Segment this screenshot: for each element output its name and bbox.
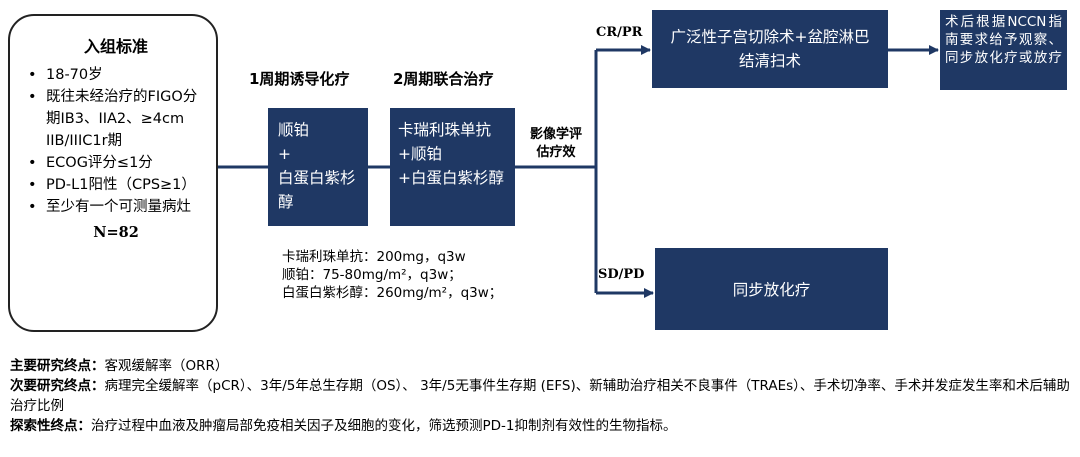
criteria-item: 至少有一个可测量病灶 xyxy=(26,196,206,218)
regimen-line: 顺铂 xyxy=(278,121,310,139)
criteria-item: 18-70岁 xyxy=(26,64,206,86)
inclusion-criteria-box: 入组标准 18-70岁 既往未经治疗的FIGO分期IB3、IIA2、≥4cm I… xyxy=(8,14,218,332)
dosing-notes: 卡瑞利珠单抗：200mg，q3w 顺铂：75-80mg/m²，q3w； 白蛋白紫… xyxy=(282,248,502,302)
induction-chemo-box: 顺铂 + 白蛋白紫杉醇 xyxy=(268,108,368,226)
endpoint-primary: 主要研究终点：客观缓解率（ORR） xyxy=(10,358,229,374)
criteria-list: 18-70岁 既往未经治疗的FIGO分期IB3、IIA2、≥4cm IIB/II… xyxy=(26,64,206,218)
branch-label-cr-pr: CR/PR xyxy=(596,25,643,40)
endpoints-section: 主要研究终点：客观缓解率（ORR） 次要研究终点：病理完全缓解率（pCR）、3年… xyxy=(10,356,1070,436)
surgery-text: 广泛性子宫切除术+盆腔淋巴结清扫术 xyxy=(670,28,870,70)
endpoint-exploratory: 探索性终点：治疗过程中血液及肿瘤局部免疫相关因子及细胞的变化，筛选预测PD-1抑… xyxy=(10,418,677,434)
endpoint-secondary: 次要研究终点：病理完全缓解率（pCR）、3年/5年总生存期（OS）、 3年/5无… xyxy=(10,378,1070,414)
phase2-title: 2周期联合治疗 xyxy=(393,70,494,88)
post-surgery-text: 术后根据NCCN指南要求给予观察、同步放化疗或放疗 xyxy=(945,14,1062,66)
criteria-title: 入组标准 xyxy=(83,37,148,56)
sample-size: N=82 xyxy=(93,224,139,241)
surgery-box: 广泛性子宫切除术+盆腔淋巴结清扫术 xyxy=(652,10,888,88)
dose-line: 白蛋白紫杉醇：260mg/m²，q3w； xyxy=(282,285,503,301)
regimen-line: +顺铂 xyxy=(398,145,442,163)
post-surgery-box: 术后根据NCCN指南要求给予观察、同步放化疗或放疗 xyxy=(940,10,1067,90)
criteria-item: PD-L1阳性（CPS≥1） xyxy=(26,174,206,196)
regimen-line: +白蛋白紫杉醇 xyxy=(398,169,504,187)
regimen-line: 卡瑞利珠单抗 xyxy=(398,121,492,139)
chemoradiotherapy-box: 同步放化疗 xyxy=(655,248,888,330)
chemoradiotherapy-text: 同步放化疗 xyxy=(732,281,811,299)
criteria-item: 既往未经治疗的FIGO分期IB3、IIA2、≥4cm IIB/IIIC1r期 xyxy=(26,86,206,152)
assessment-label: 影像学评估疗效 xyxy=(529,127,582,160)
branch-label-sd-pd: SD/PD xyxy=(598,267,645,282)
regimen-line: 白蛋白紫杉醇 xyxy=(278,169,356,211)
dose-line: 顺铂：75-80mg/m²，q3w； xyxy=(282,267,462,283)
phase1-title: 1周期诱导化疗 xyxy=(249,70,350,88)
regimen-line: + xyxy=(278,145,291,163)
dose-line: 卡瑞利珠单抗：200mg，q3w xyxy=(282,249,466,265)
criteria-item: ECOG评分≤1分 xyxy=(26,152,206,174)
combination-therapy-box: 卡瑞利珠单抗 +顺铂 +白蛋白紫杉醇 xyxy=(390,108,515,226)
